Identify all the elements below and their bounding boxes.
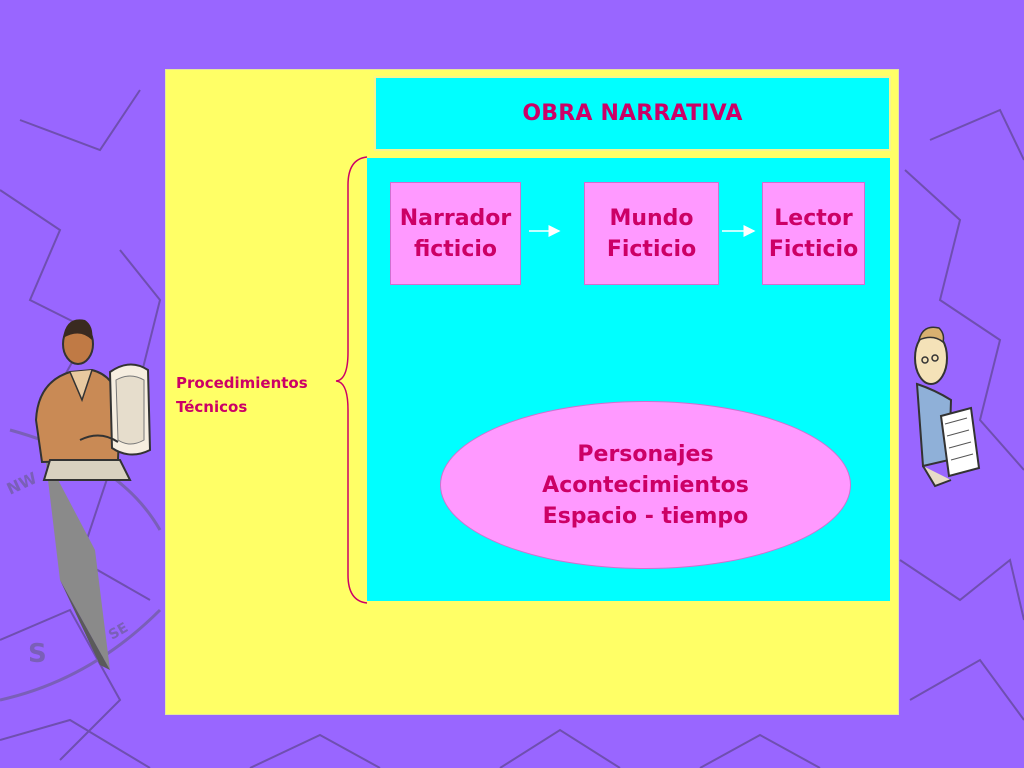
node-narrador: Narrador ficticio: [390, 182, 521, 285]
node-narrador-line2: ficticio: [413, 236, 498, 262]
man-at-computer-icon: [34, 319, 152, 481]
elements-ellipse: Personajes Acontecimientos Espacio - tie…: [440, 401, 851, 569]
node-narrador-line1: Narrador: [399, 205, 512, 231]
node-lector: Lector Ficticio: [762, 182, 865, 285]
reader-with-book-icon: [914, 326, 981, 488]
bracket-label-line2: Técnicos: [176, 398, 248, 416]
svg-text:S: S: [28, 639, 47, 669]
title-box: OBRA NARRATIVA: [374, 76, 891, 151]
ellipse-line-2: Acontecimientos: [542, 472, 749, 498]
bracket-label-line1: Procedimientos: [176, 374, 308, 392]
node-mundo: Mundo Ficticio: [584, 182, 719, 285]
node-mundo-line2: Ficticio: [606, 236, 697, 262]
diagram-title: OBRA NARRATIVA: [522, 101, 743, 126]
ellipse-line-1: Personajes: [577, 441, 714, 467]
ellipse-line-3: Espacio - tiempo: [542, 503, 749, 529]
node-lector-line2: Ficticio: [768, 236, 859, 262]
node-mundo-line1: Mundo: [609, 205, 694, 231]
node-lector-line1: Lector: [774, 205, 853, 231]
bracket-label: Procedimientos Técnicos: [176, 371, 308, 419]
